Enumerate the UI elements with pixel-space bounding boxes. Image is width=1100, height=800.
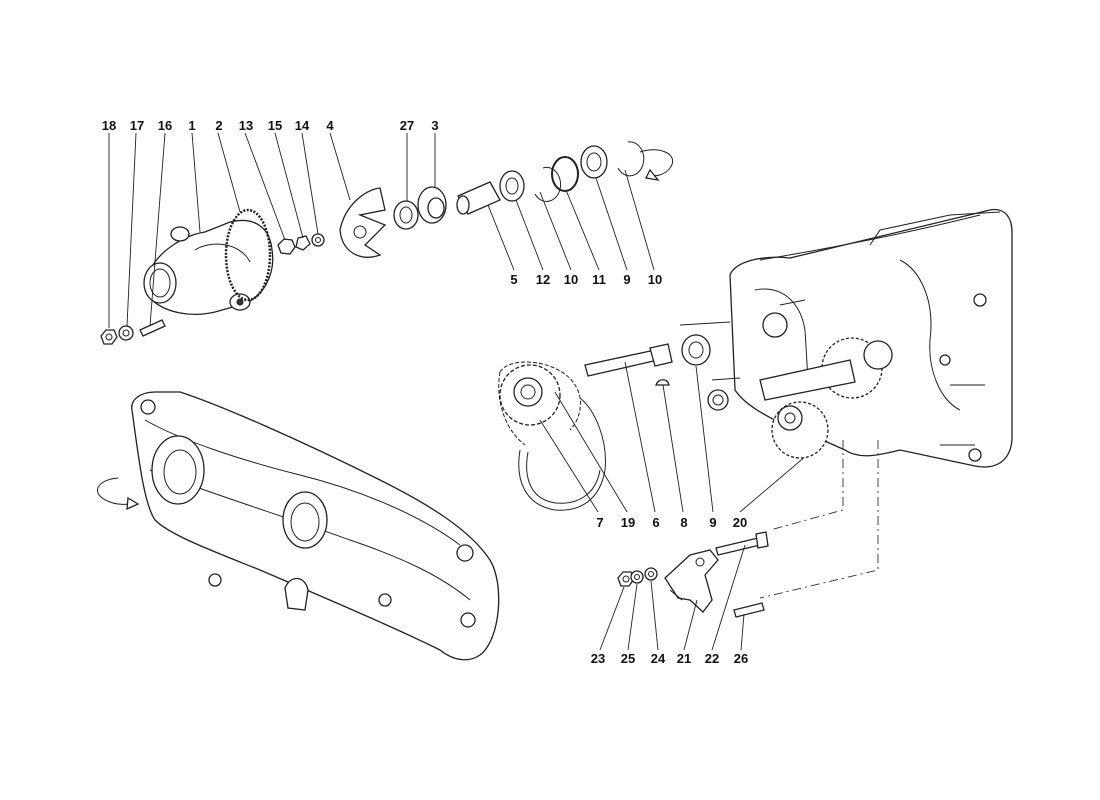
callout-25: 25 [621,651,635,666]
sprocket-19 [499,364,561,426]
shaft-5 [456,181,501,215]
stud-26 [733,602,765,618]
seal-3 [417,186,447,224]
impeller [339,187,387,258]
callout-20: 20 [733,515,747,530]
nut-13 [277,238,296,255]
timing-cover [131,391,500,661]
leader-lines-tensioner [599,544,746,651]
rotation-arrow-left-icon [97,477,140,511]
pump-housing [143,219,274,315]
bearing-9 [580,145,608,179]
seal-27 [393,200,419,230]
callout-6: 6 [652,515,659,530]
callout-18: 18 [102,118,116,133]
callout-9b: 9 [709,515,716,530]
circlip-10a [534,166,562,202]
leader-lines-top [108,132,655,328]
callout-27: 27 [400,118,414,133]
callout-23: 23 [591,651,605,666]
circlip-10b [617,141,645,177]
callout-19: 19 [621,515,635,530]
nut-18 [100,329,118,345]
dashed-guide-lines [759,440,879,599]
callout-13: 13 [239,118,253,133]
callout-21: 21 [677,651,691,666]
ring-11 [551,156,579,192]
washer-24 [644,567,658,581]
callout-12: 12 [536,272,550,287]
rotation-arrow-top-icon [639,149,673,181]
callout-17: 17 [130,118,144,133]
tensioner-21 [664,549,719,613]
callout-8: 8 [680,515,687,530]
callout-2: 2 [215,118,222,133]
callout-5: 5 [510,272,517,287]
callout-3: 3 [431,118,438,133]
callout-4: 4 [326,118,334,133]
washer-17 [118,325,134,341]
key-8 [655,379,670,386]
washer-14 [311,233,325,247]
callout-1: 1 [188,118,195,133]
washer-25 [630,570,644,584]
stud-22 [715,531,769,556]
callout-22: 22 [705,651,719,666]
callout-14: 14 [295,118,310,133]
bearing-12 [499,170,525,202]
callout-24: 24 [651,651,666,666]
timing-chain [498,361,606,511]
tab-washer-15 [295,235,311,251]
callout-9a: 9 [623,272,630,287]
callout-10b: 10 [648,272,662,287]
callout-10a: 10 [564,272,578,287]
pump-gasket [224,208,272,302]
callout-26: 26 [734,651,748,666]
callout-15: 15 [268,118,282,133]
callout-7: 7 [596,515,603,530]
callout-11: 11 [592,272,606,287]
engine-gear-lower [771,401,829,459]
bearing-9b [681,334,711,366]
engine-gear-upper [759,337,893,401]
callout-16: 16 [158,118,172,133]
bolt-16 [139,319,166,337]
shaft-6 [584,343,673,377]
